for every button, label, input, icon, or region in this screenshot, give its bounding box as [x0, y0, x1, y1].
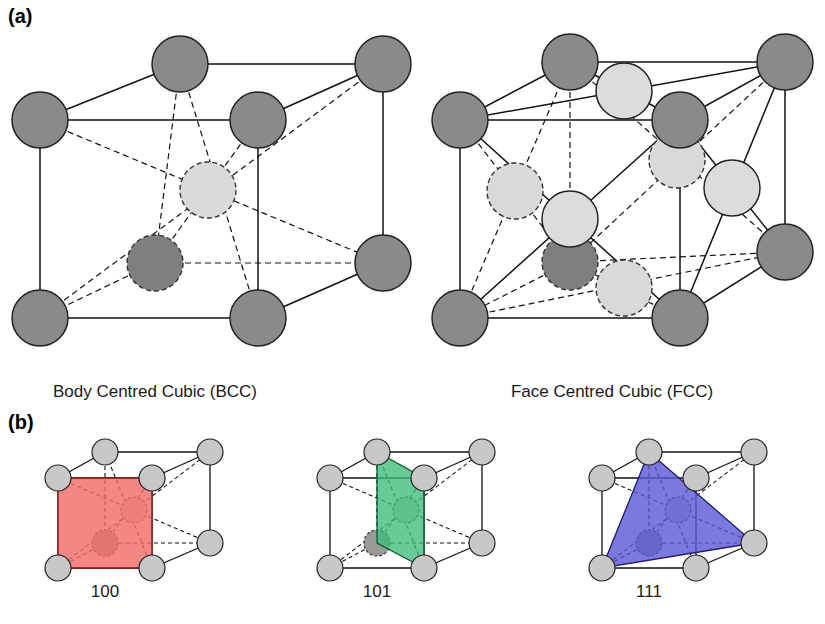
- bcc-cell: [12, 36, 411, 346]
- plane-index: 100: [91, 582, 119, 602]
- plane-100-cube: [45, 439, 223, 581]
- plane-111-cube: [589, 439, 767, 581]
- plane-101-cube: [317, 439, 495, 581]
- plane-index: 101: [363, 582, 391, 602]
- structure-caption: Body Centred Cubic (BCC): [53, 382, 257, 402]
- plane-index: 111: [636, 582, 662, 602]
- fcc-cell: [432, 34, 813, 346]
- panel-label: (a): [8, 4, 32, 28]
- structure-caption: Face Centred Cubic (FCC): [511, 382, 713, 402]
- panel-label: (b): [8, 410, 34, 434]
